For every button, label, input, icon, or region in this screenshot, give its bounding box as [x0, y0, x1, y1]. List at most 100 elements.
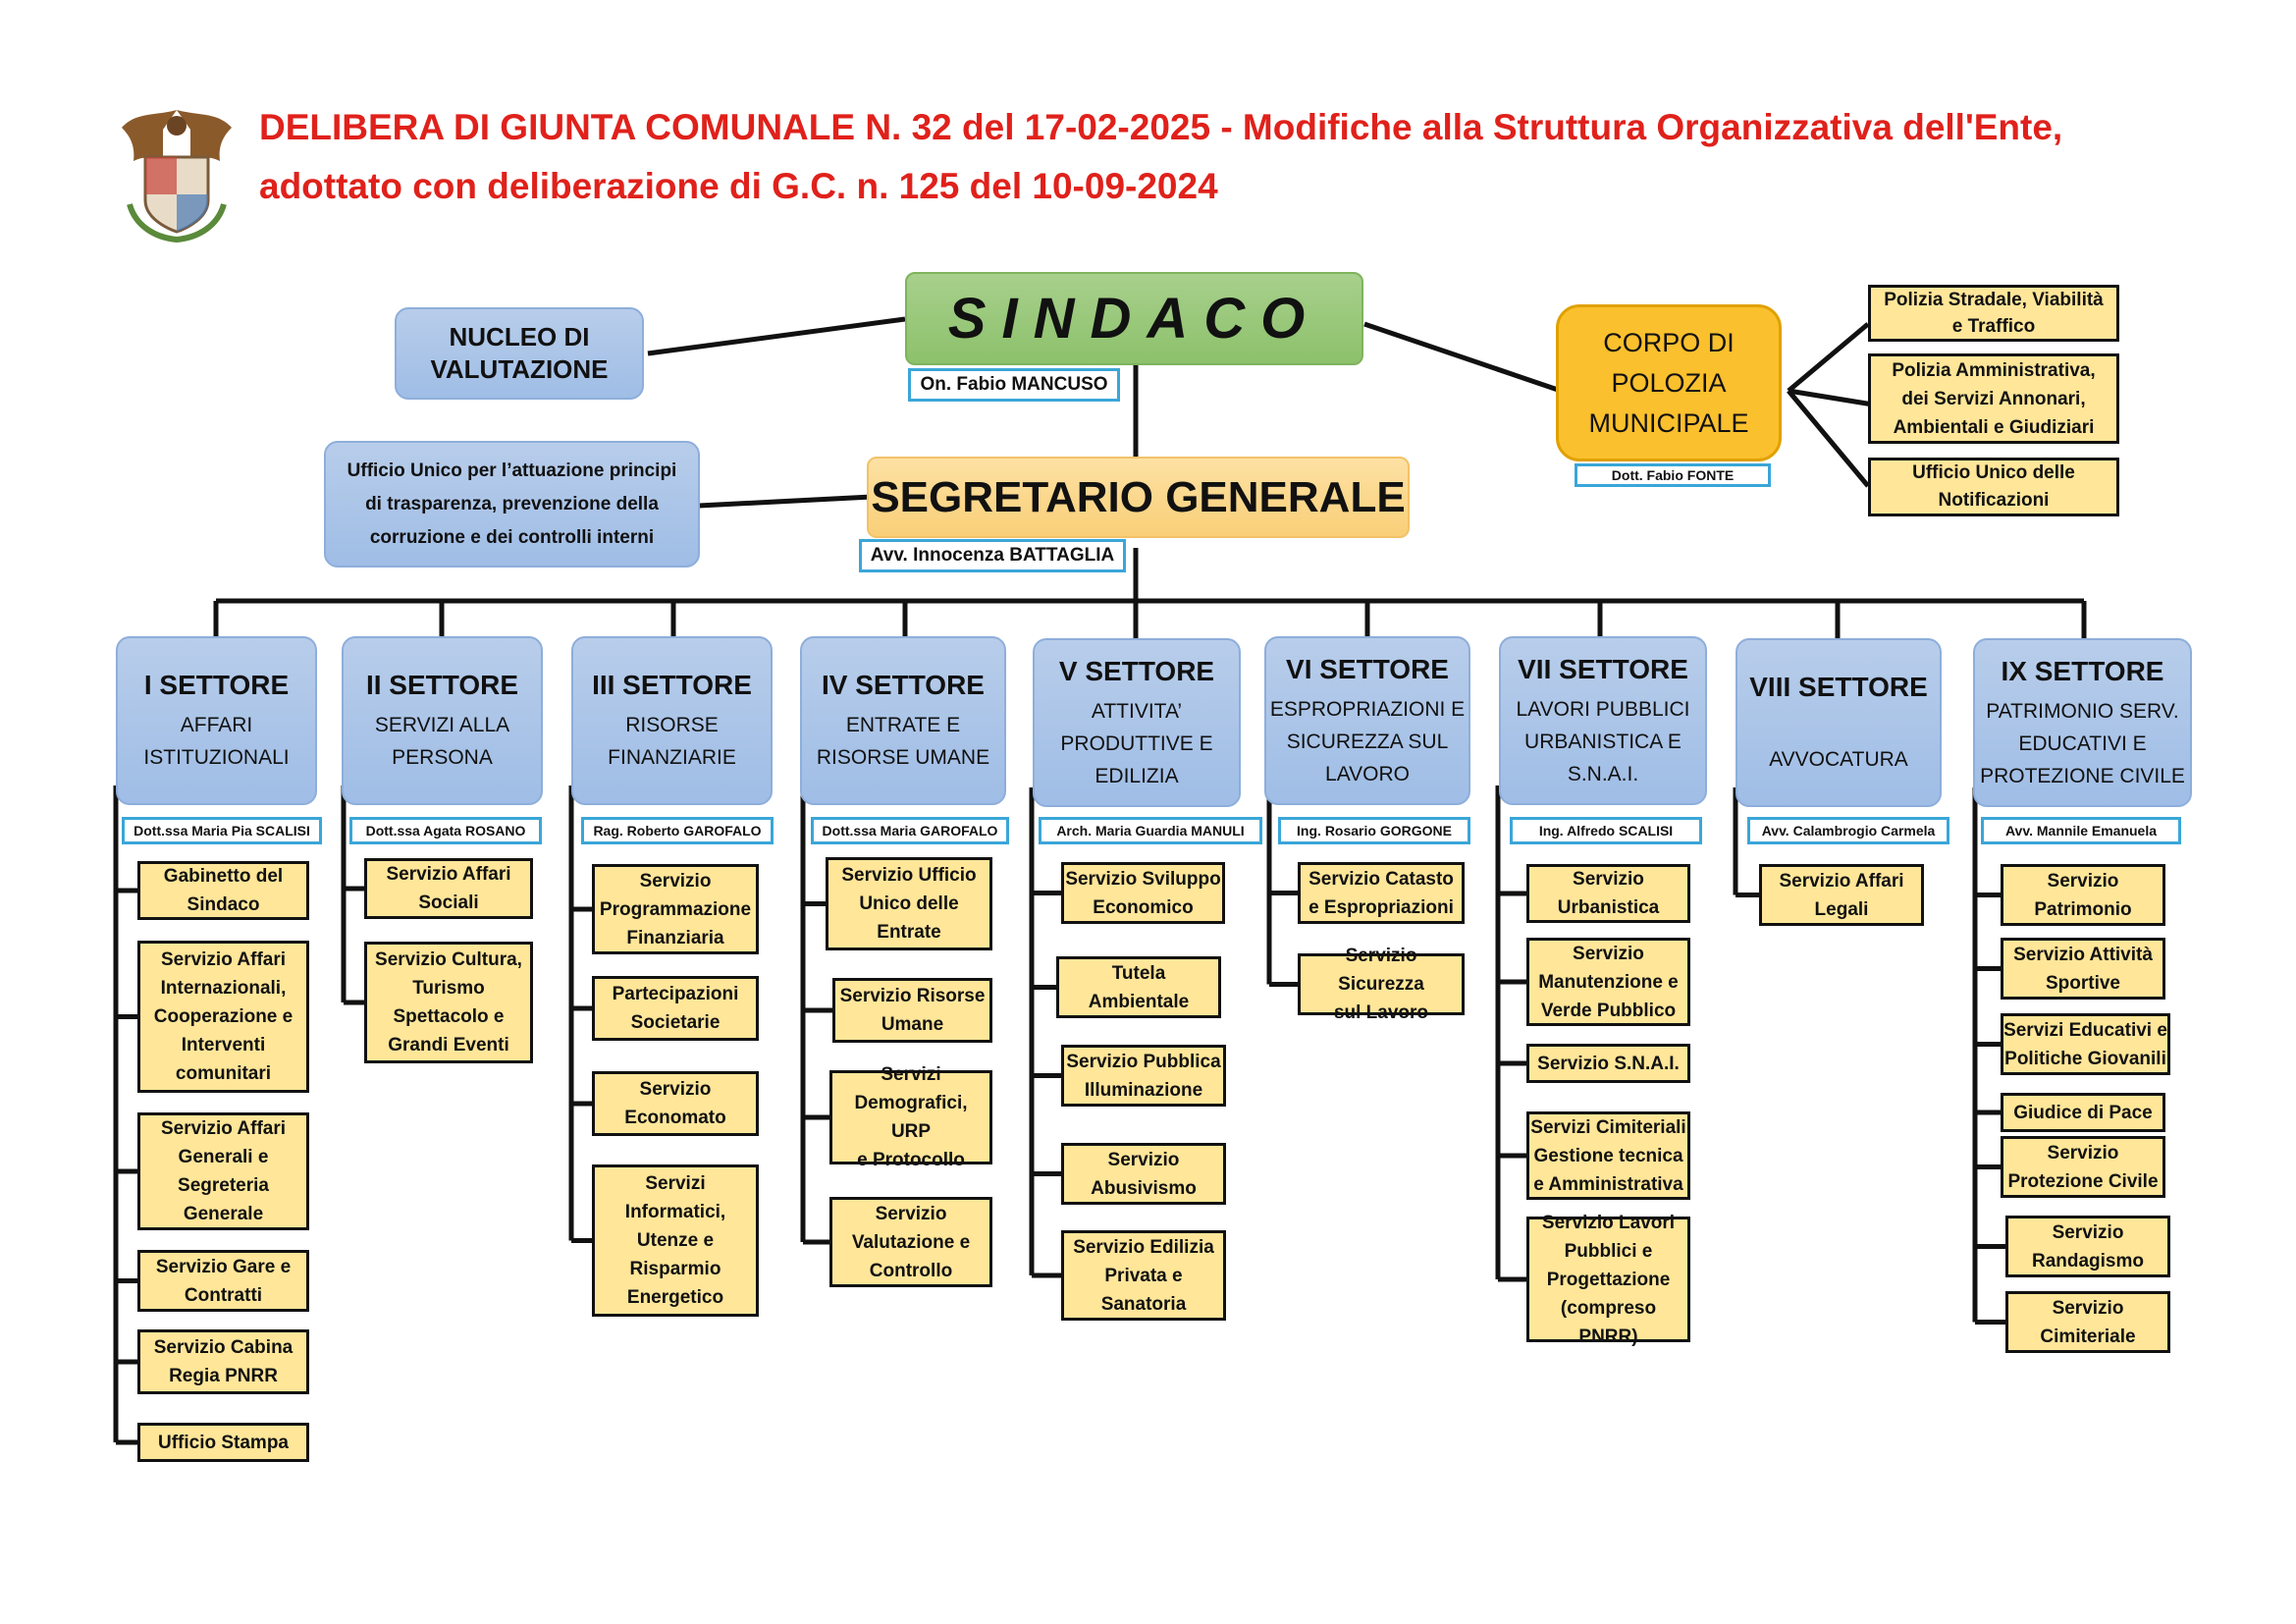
service-label-line: Spettacolo e: [393, 1006, 505, 1027]
ufficio-trasparenza-box[interactable]: Ufficio Unico per l’attuazione principi …: [324, 441, 700, 568]
polizia-service-box[interactable]: Polizia Amministrativa, dei Servizi Anno…: [1868, 353, 2119, 444]
service-label-line: Abusivismo: [1091, 1177, 1197, 1199]
service-label-line: e Amministrativa: [1533, 1173, 1683, 1195]
service-label-line: Entrate: [877, 922, 941, 943]
service-label-line: (compreso PNRR): [1560, 1297, 1657, 1347]
corpo-polizia-municipale-box[interactable]: CORPO DI POLOZIA MUNICIPALE: [1556, 304, 1782, 461]
service-label-line: Servizio Affari: [386, 864, 511, 885]
service-label-line: Servizio: [1107, 1149, 1180, 1170]
sindaco-box[interactable]: SINDACO: [905, 272, 1363, 365]
service-label-line: Controllo: [869, 1260, 953, 1281]
polizia-service-line: Ambientali e Giudiziari: [1893, 416, 2095, 438]
polizia-service-line: e Traffico: [1951, 316, 2036, 337]
service-label: Servizio S.N.A.I.: [1537, 1050, 1680, 1078]
nucleo-valutazione-box[interactable]: NUCLEO DI VALUTAZIONE: [395, 307, 644, 400]
segretario-generale-box[interactable]: SEGRETARIO GENERALE: [867, 457, 1410, 538]
segretario-name: Avv. Innocenza BATTAGLIA: [859, 539, 1126, 572]
service-box[interactable]: Servizio S.N.A.I.: [1526, 1044, 1690, 1083]
service-label-line: Servizi: [645, 1173, 706, 1194]
title-line-1: DELIBERA DI GIUNTA COMUNALE N. 32 del 17…: [259, 107, 2063, 147]
service-label-line: Urbanistica: [1557, 897, 1660, 918]
service-label-line: Utenze e: [636, 1230, 715, 1251]
service-label-line: Sanatoria: [1100, 1293, 1187, 1315]
service-label-line: Servizio: [875, 1203, 947, 1224]
service-label-line: Grandi Eventi: [388, 1035, 509, 1056]
service-label: Giudice di Pace: [2013, 1099, 2153, 1127]
sector-number: III SETTORE: [592, 670, 752, 700]
service-label-line: Servizio Ufficio: [841, 865, 977, 886]
polizia-service-line: Polizia Stradale, Viabilità: [1884, 290, 2104, 310]
polizia-service-box[interactable]: Ufficio Unico delle Notificazioni: [1868, 458, 2119, 516]
sector-number: VI SETTORE: [1286, 653, 1449, 684]
service-label-line: Servizio: [2052, 1221, 2124, 1243]
ufficio-line-3: corruzione e dei controlli interni: [369, 526, 655, 548]
service-label-line: Turismo: [412, 978, 485, 999]
service-label-line: Umane: [881, 1014, 944, 1035]
service-label-line: Economico: [1093, 896, 1194, 918]
sindaco-name: On. Fabio MANCUSO: [908, 368, 1120, 402]
service-label-line: Servizi: [881, 1064, 941, 1085]
polizia-service-box[interactable]: Polizia Stradale, Viabilità e Traffico: [1868, 285, 2119, 342]
service-label-line: Ufficio Stampa: [157, 1432, 290, 1453]
service-label-line: Gabinetto del: [163, 866, 284, 887]
polizia-service-line: dei Servizi Annonari,: [1901, 388, 2086, 409]
service-box[interactable]: Giudice di Pace: [2001, 1093, 2165, 1132]
service-label-line: Servizio Affari: [160, 1118, 287, 1139]
service-box[interactable]: Ufficio Stampa: [137, 1423, 309, 1462]
sector-description-line: LAVORO: [1325, 762, 1410, 785]
sector-number: V SETTORE: [1058, 655, 1215, 686]
service-label-line: Manutenzione e: [1538, 971, 1679, 993]
